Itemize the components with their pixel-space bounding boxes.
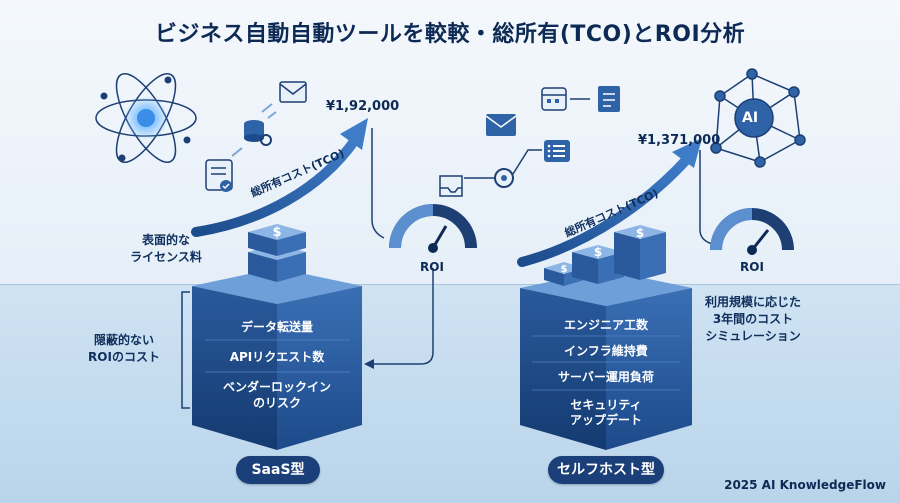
roi-label-left: ROI: [420, 260, 444, 274]
roi-gauge-right: [710, 208, 794, 255]
calendar-icon: [541, 87, 567, 111]
document-check-icon: [205, 159, 233, 192]
flow-dashes-left: [231, 103, 277, 157]
cost-row-right-4: セキュリティ: [570, 398, 642, 412]
svg-text:$: $: [561, 264, 568, 275]
roi-gauge-left: [389, 204, 477, 253]
hidden-cost-line1: 隠蔽的ない: [93, 333, 154, 347]
cost-row-right-1: エンジニア工数: [563, 318, 648, 332]
database-gear-icon: [244, 120, 272, 146]
water-background: [0, 284, 900, 503]
selfhost-pill: セルフホスト型: [548, 456, 664, 484]
tco-arrow-left: [191, 118, 368, 237]
saas-pill: SaaS型: [236, 456, 320, 484]
iceberg-cube-right: [520, 270, 692, 450]
ai-network-icon: [710, 68, 806, 168]
mail-icon-right: [485, 114, 517, 136]
bracket-left: [181, 291, 190, 409]
svg-text:$: $: [636, 226, 644, 240]
cost-row-left-3: ベンダーロックイン: [222, 380, 331, 394]
cost-row-left-4: のリスク: [252, 396, 301, 410]
connector-left-arrowhead: [364, 359, 374, 369]
cost-row-left-2: APIリクエスト数: [229, 350, 325, 364]
price-left: ¥1,92,000: [326, 99, 400, 114]
cost-row-right-5: アップデート: [569, 413, 642, 427]
atom-icon: [95, 73, 197, 163]
svg-text:$: $: [594, 245, 602, 259]
document-edit-icon: [598, 86, 620, 112]
simulation-line1: 利用規模に応じた: [704, 295, 801, 309]
flow-line-up: [512, 149, 542, 175]
svg-text:$: $: [272, 225, 281, 240]
mail-icon-left: [279, 81, 307, 103]
iceberg-cube-left: [192, 268, 362, 450]
connector-left-roi: [372, 268, 434, 365]
surface-fee-label: 表面的な ライセンス料: [116, 232, 216, 266]
roi-label-right: ROI: [740, 260, 764, 274]
connector-right-top: [699, 150, 713, 245]
surface-cube-left: $: [248, 224, 306, 282]
hidden-cost-label: 隠蔽的ない ROIのコスト: [72, 332, 176, 366]
inbox-icon: [439, 175, 463, 197]
cost-row-right-3: サーバー運用負荷: [558, 370, 654, 384]
node-gear-icon: [494, 168, 514, 188]
price-right: ¥1,371,000: [638, 133, 721, 148]
cost-row-left-1: データ転送量: [240, 320, 313, 334]
surface-cubes-right: $ $ $: [544, 225, 666, 286]
checklist-icon: [544, 140, 570, 162]
footer-credit: 2025 AI KnowledgeFlow: [724, 478, 886, 492]
cost-row-right-2: インフラ維持費: [564, 344, 648, 358]
hidden-cost-line2: ROIのコスト: [88, 350, 160, 364]
simulation-line3: シミュレーション: [705, 329, 801, 343]
surface-fee-line2: ライセンス料: [130, 250, 202, 264]
ai-badge: AI: [742, 110, 759, 126]
page-title: ビジネス自動自動ツールを較較・総所有(TCO)とROI分析: [154, 22, 746, 47]
simulation-line2: 3年間のコスト: [712, 312, 794, 326]
tco-arrow-right: [517, 138, 702, 267]
surface-fee-line1: 表面的な: [141, 233, 190, 247]
connector-left-top: [371, 128, 385, 239]
simulation-label: 利用規模に応じた 3年間のコスト シミュレーション: [694, 294, 812, 345]
